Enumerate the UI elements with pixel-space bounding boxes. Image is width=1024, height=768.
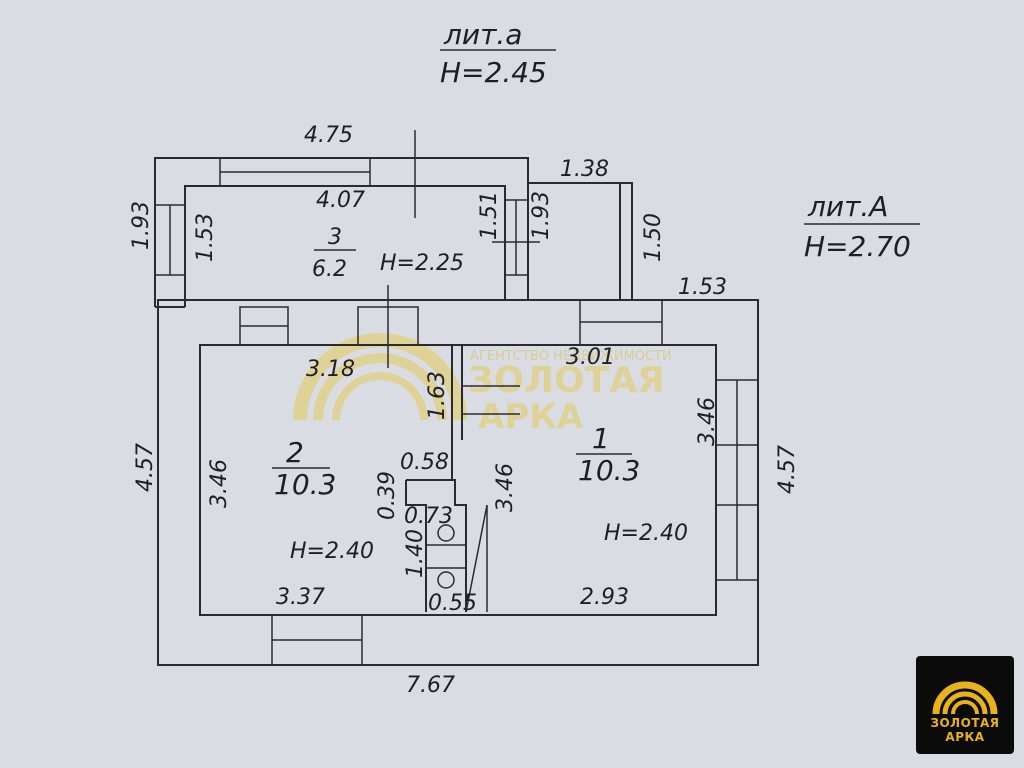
dim-room2-top: 3.18 [306,357,355,382]
watermark-line2: АРКА [478,397,584,437]
lit-a-title: лит.а [443,18,522,51]
main-walls [157,285,759,666]
annex-walls [154,130,633,308]
dim-right-main: 4.57 [775,445,800,494]
lit-A-height: H=2.70 [804,230,911,263]
room3-area: 6.2 [312,257,347,282]
dim-top-outer: 4.75 [304,123,353,148]
dim-room3-right2: 1.93 [529,191,554,240]
room2-height: H=2.40 [290,539,374,564]
room1-number: 1 [592,422,610,455]
dim-room1-right: 3.46 [695,397,720,446]
room2-number: 2 [286,436,304,469]
room-labels: 3 6.2 H=2.25 2 10.3 H=2.40 1 10.3 H=2.40 [272,225,688,564]
dim-partition-height: 3.46 [493,463,518,512]
dim-room1-top: 3.01 [566,345,615,370]
dim-left-annex: 1.93 [129,201,154,250]
room1-area: 10.3 [578,454,640,487]
dim-annex-width: 1.38 [560,157,609,182]
room3-number: 3 [328,225,342,250]
logo-line2: АРКА [945,730,985,744]
dim-stove-len: 1.40 [403,529,428,578]
logo-line1: ЗОЛОТАЯ [930,716,1000,730]
dim-step-width: 1.53 [678,275,727,300]
watermark-tag: АГЕНТСТВО НЕДВИЖИМОСТИ [470,349,672,364]
dim-corridor: 1.63 [425,371,450,420]
dim-room2-bottom: 3.37 [276,585,325,610]
room1-height: H=2.40 [604,521,688,546]
lit-a-height: H=2.45 [440,56,547,89]
dim-bottom-main: 7.67 [406,673,455,698]
dim-stove-w: 0.58 [400,450,449,475]
dim-room3-right: 1.51 [477,191,502,240]
room3-height: H=2.25 [380,251,464,276]
dim-room3-inner-width: 4.07 [316,188,365,213]
dim-annex-height: 1.50 [641,213,666,262]
dim-stove-inner: 0.73 [404,504,453,529]
watermark-line1: ЗОЛОТАЯ [468,360,665,401]
room2-area: 10.3 [274,468,336,501]
dim-room2-left: 3.46 [207,459,232,508]
lit-A-title: лит.А [807,190,888,223]
logo-arch-icon [932,681,998,715]
company-logo: ЗОЛОТАЯ АРКА [916,656,1014,754]
dim-room1-bottom: 2.93 [580,585,629,610]
dimensions: 4.75 1.38 4.07 1.53 3.18 3.01 0.58 0.73 … [129,123,800,698]
dim-room3-left: 1.53 [193,213,218,262]
dim-stove-h: 0.39 [375,471,400,520]
dim-left-main: 4.57 [133,443,158,492]
dim-stove-bottom: 0.55 [428,591,477,616]
watermark: АГЕНТСТВО НЕДВИЖИМОСТИ ЗОЛОТАЯ АРКА [293,333,672,437]
